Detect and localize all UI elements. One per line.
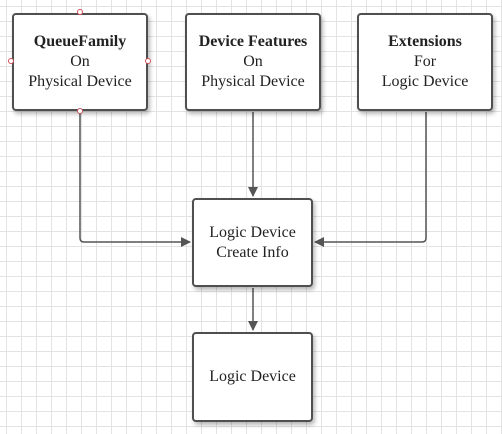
create-info-node[interactable]: Logic Device Create Info <box>192 198 313 287</box>
extensions-node[interactable]: Extensions For Logic Device <box>357 13 493 111</box>
selection-handle-top[interactable] <box>77 9 83 15</box>
device-features-line3: Physical Device <box>201 73 305 90</box>
logic-device-node[interactable]: Logic Device <box>192 332 313 422</box>
queue-family-node[interactable]: QueueFamily On Physical Device <box>12 13 148 111</box>
selection-handle-bottom[interactable] <box>77 108 83 114</box>
extensions-line3: Logic Device <box>381 73 469 90</box>
queue-family-line3: Physical Device <box>28 73 132 90</box>
selection-handle-right[interactable] <box>145 58 151 64</box>
queue-family-title: QueueFamily <box>33 33 127 50</box>
edge-extensions-to-createinfo <box>314 112 427 247</box>
edge-queuefamily-to-createinfo <box>79 112 191 247</box>
extensions-line2: For <box>413 53 437 70</box>
extensions-title: Extensions <box>388 33 462 50</box>
logic-device-label: Logic Device <box>209 368 296 385</box>
device-features-line2: On <box>243 53 263 70</box>
queue-family-line2: On <box>70 53 90 70</box>
device-features-title: Device Features <box>198 33 308 50</box>
create-info-line2: Create Info <box>216 243 289 261</box>
create-info-line1: Logic Device <box>209 223 296 241</box>
selection-handle-left[interactable] <box>8 58 14 64</box>
device-features-node[interactable]: Device Features On Physical Device <box>185 13 321 111</box>
